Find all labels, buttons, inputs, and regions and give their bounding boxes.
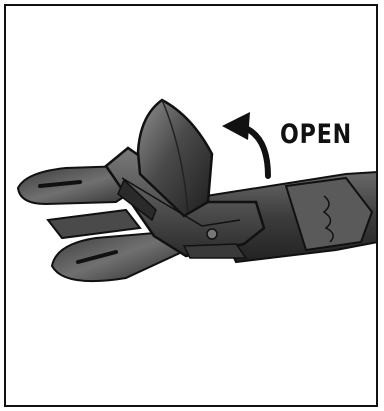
buckle-illustration (6, 6, 378, 407)
open-label: OPEN (280, 119, 352, 150)
curved-arrow-icon (222, 112, 268, 176)
illustration-frame: OPEN (4, 4, 378, 407)
